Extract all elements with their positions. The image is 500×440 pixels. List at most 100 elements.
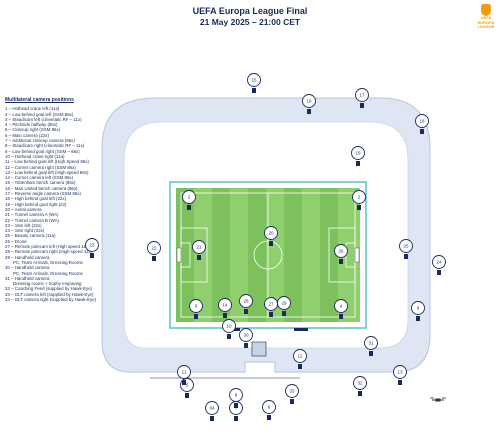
camera-marker-ring xyxy=(432,255,446,269)
camera-icon xyxy=(298,364,302,369)
camera-marker: 33 xyxy=(285,384,299,404)
camera-number: 3 xyxy=(195,303,198,308)
camera-number: 8 xyxy=(235,392,238,397)
camera-marker-ring xyxy=(182,190,196,204)
camera-number: 14 xyxy=(222,302,228,307)
camera-icon xyxy=(227,334,231,339)
goal-right xyxy=(354,247,360,263)
camera-number: 1 xyxy=(188,194,191,199)
camera-icon xyxy=(290,399,294,404)
camera-marker: 22 xyxy=(147,241,161,261)
camera-marker: 2 xyxy=(352,190,366,210)
camera-icon xyxy=(398,380,402,385)
camera-marker-ring xyxy=(247,73,261,87)
camera-icon xyxy=(358,391,362,396)
camera-icon xyxy=(360,103,364,108)
legend-item: 13 – Low behind goal left (High speed 86… xyxy=(5,169,89,175)
camera-number: 6 xyxy=(268,404,271,409)
camera-number: 32 xyxy=(357,380,363,385)
camera-icon xyxy=(244,309,248,314)
camera-number: 31 xyxy=(368,340,374,345)
camera-marker-ring xyxy=(352,190,366,204)
legend-item: 12 – Corner camera right (SSM 86x) xyxy=(5,164,76,170)
camera-number: 19 xyxy=(355,150,361,155)
camera-icon xyxy=(339,259,343,264)
camera-marker: 29 xyxy=(277,296,291,316)
legend-item: 4 – Pitchside halfway (86x) xyxy=(5,122,58,128)
legend-item: 8 – Steadicam right (cinematic RF – 11x) xyxy=(5,143,85,149)
legend-item: 30 – Handheld camera xyxy=(5,265,50,271)
camera-marker: 14 xyxy=(218,298,232,318)
legend-item: 34 – GLT camera right (supplied by Hawk-… xyxy=(5,296,97,302)
legend-item: 9 – Low behind goal right (SSM – 86x) xyxy=(5,148,80,154)
camera-marker-ring xyxy=(147,241,161,255)
camera-marker-ring xyxy=(364,336,378,350)
competition-logo: UEFA EUROPA LEAGUE xyxy=(476,4,496,30)
legend-item: 22 – Tunnel camera B (WA) xyxy=(5,217,60,223)
camera-marker-ring xyxy=(262,400,276,414)
camera-marker: 26 xyxy=(334,244,348,264)
camera-icon xyxy=(252,88,256,93)
camera-number: 2 xyxy=(358,194,361,199)
camera-marker-ring xyxy=(302,94,316,108)
camera-marker-ring xyxy=(205,401,219,415)
legend-item: 16 – Man United bench camera (86x) xyxy=(5,185,78,191)
legend-item: 5 – Closeup right (SSM 86x) xyxy=(5,127,61,133)
camera-marker-ring xyxy=(334,244,348,258)
legend-item: 3 – Steadicam left (cinematic RF – 11x) xyxy=(5,116,82,122)
camera-icon xyxy=(420,129,424,134)
camera-marker: 30 xyxy=(239,328,253,348)
legend-item: 6 – Main camera (22x) xyxy=(5,132,49,138)
legend-item: 23 – 16m left (22x) xyxy=(5,222,42,228)
camera-icon xyxy=(339,314,343,319)
camera-icon xyxy=(404,254,408,259)
drone-icon xyxy=(430,397,446,402)
camera-marker: 10 xyxy=(222,319,236,339)
camera-icon xyxy=(244,343,248,348)
camera-marker: 32 xyxy=(353,376,367,396)
legend-item: PC, Team Arrivals, Dressing Rooms xyxy=(13,270,83,276)
camera-number: 15 xyxy=(251,77,257,82)
camera-icon xyxy=(187,205,191,210)
camera-marker: 17 xyxy=(355,88,369,108)
camera-marker-ring xyxy=(264,226,278,240)
legend-item: 26 – Drone xyxy=(5,238,27,244)
camera-number: 34 xyxy=(209,405,215,410)
camera-marker-ring xyxy=(177,365,191,379)
camera-marker-ring xyxy=(415,114,429,128)
legend-item: 25 – Beauty camera (11a) xyxy=(5,233,56,239)
camera-marker: 21 xyxy=(192,240,206,260)
camera-marker: 28 xyxy=(239,294,253,314)
camera-marker-ring xyxy=(218,298,232,312)
camera-marker: 9 xyxy=(411,301,425,321)
camera-marker-ring xyxy=(334,299,348,313)
camera-icon xyxy=(234,403,238,408)
camera-legend: Multilateral camera positions 1 – Hothea… xyxy=(5,97,125,302)
camera-marker-ring xyxy=(293,349,307,363)
camera-number: 16 xyxy=(306,98,312,103)
legend-item: 11 – Low behind goal left (High Speed 86… xyxy=(5,159,89,165)
camera-marker: 12 xyxy=(293,349,307,369)
camera-marker: 6 xyxy=(262,400,276,420)
legend-item: Dressing rooms + trophy engraving xyxy=(13,281,82,287)
legend-item: 18 – High behind goal left (22x) xyxy=(5,196,67,202)
camera-icon xyxy=(90,253,94,258)
camera-icon xyxy=(182,380,186,385)
camera-marker: 19 xyxy=(351,146,365,166)
camera-marker: 15 xyxy=(247,73,261,93)
camera-marker-ring xyxy=(285,384,299,398)
legend-item: 2 – Low behind goal left (SSM 86x) xyxy=(5,111,74,117)
camera-marker: 27 xyxy=(264,297,278,317)
camera-number: 23 xyxy=(89,242,95,247)
legend-item: 24 – 16m right (22x) xyxy=(5,228,45,234)
legend-item: 20 – Aerial camera xyxy=(5,206,42,212)
camera-icon xyxy=(282,311,286,316)
camera-marker-ring xyxy=(192,240,206,254)
legend-item: 31 – Handheld camera xyxy=(5,275,50,281)
page-subtitle: 21 May 2025 – 21:00 CET xyxy=(199,17,301,27)
camera-number: 26 xyxy=(338,248,344,253)
camera-number: 29 xyxy=(281,300,287,305)
camera-number: 21 xyxy=(196,244,202,249)
